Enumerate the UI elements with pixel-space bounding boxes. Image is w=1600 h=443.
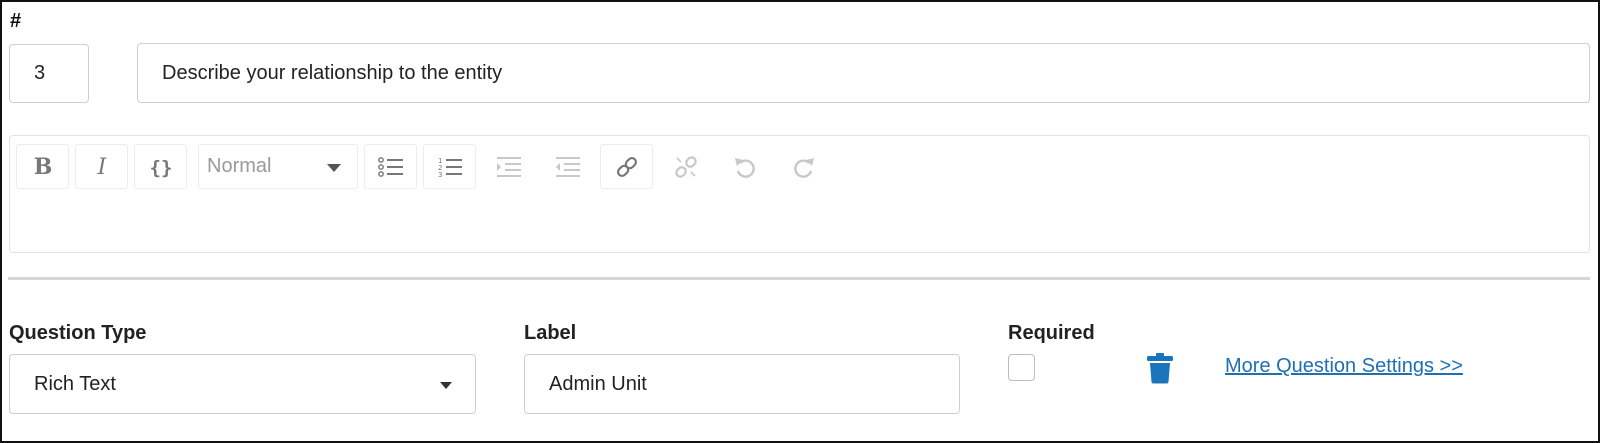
question-type-label: Question Type: [9, 322, 147, 344]
chevron-down-icon: [327, 164, 341, 172]
unlink-icon: [674, 155, 697, 178]
bulleted-list-button[interactable]: [364, 144, 417, 189]
unlink-button[interactable]: [659, 144, 712, 189]
svg-text:1: 1: [438, 157, 442, 165]
link-button[interactable]: [600, 144, 653, 189]
trash-icon[interactable]: [1146, 352, 1174, 384]
bold-icon: B: [33, 156, 52, 178]
question-number-input[interactable]: 3: [9, 44, 89, 103]
question-number-header: #: [10, 10, 22, 32]
italic-button[interactable]: I: [75, 144, 128, 189]
required-checkbox[interactable]: [1008, 354, 1035, 381]
svg-text:3: 3: [438, 171, 442, 178]
bulleted-list-icon: [377, 156, 403, 177]
required-label: Required: [1008, 322, 1095, 344]
svg-text:{}: {}: [149, 157, 172, 178]
italic-icon: I: [96, 156, 107, 178]
outdent-button[interactable]: [541, 144, 594, 189]
chevron-down-icon: [440, 382, 452, 389]
svg-text:B: B: [33, 156, 52, 178]
label-field-label: Label: [524, 322, 577, 344]
outdent-icon: [555, 156, 580, 177]
code-button[interactable]: {}: [134, 144, 187, 189]
code-braces-icon: {}: [149, 157, 172, 178]
undo-button[interactable]: [718, 144, 771, 189]
rich-text-editor[interactable]: B I {} Normal 1 2 3: [9, 135, 1590, 253]
question-text-input[interactable]: Describe your relationship to the entity: [137, 43, 1590, 103]
redo-button[interactable]: [777, 144, 830, 189]
link-icon: [616, 156, 637, 177]
svg-text:2: 2: [438, 164, 442, 172]
block-style-select[interactable]: Normal: [198, 144, 358, 189]
question-type-select[interactable]: Rich Text: [9, 354, 476, 414]
label-input[interactable]: Admin Unit: [524, 354, 960, 414]
numbered-list-button[interactable]: 1 2 3: [423, 144, 476, 189]
more-question-settings-link[interactable]: More Question Settings >>: [1225, 355, 1463, 377]
question-type-value: Rich Text: [34, 373, 116, 395]
redo-icon: [793, 157, 814, 178]
indent-icon: [496, 156, 521, 177]
bold-button[interactable]: B: [16, 144, 69, 189]
numbered-list-icon: 1 2 3: [438, 157, 462, 178]
undo-icon: [734, 157, 755, 178]
svg-text:I: I: [96, 156, 107, 178]
block-style-value: Normal: [207, 155, 272, 177]
indent-button[interactable]: [482, 144, 535, 189]
section-divider: [8, 277, 1590, 280]
